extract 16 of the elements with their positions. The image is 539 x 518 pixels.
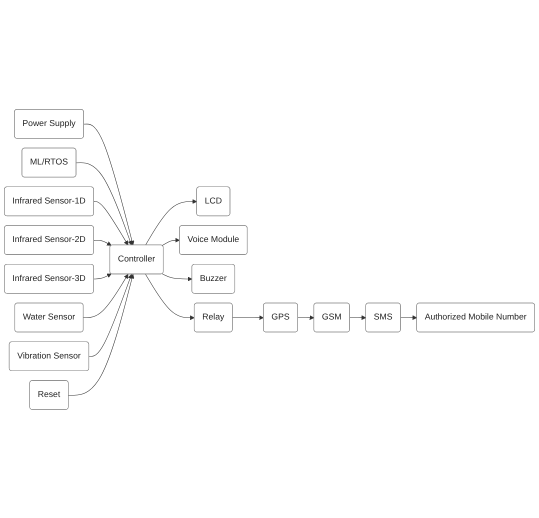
arrow: [232, 314, 264, 320]
arrow: [400, 314, 418, 320]
arrow: [83, 274, 128, 318]
arrow: [350, 314, 366, 320]
arrow: [298, 314, 314, 320]
arrow: [145, 274, 195, 320]
arrow: [68, 274, 134, 396]
arrow: [94, 200, 128, 245]
arrow: [88, 274, 132, 356]
arrow: [94, 240, 112, 246]
arrow: [84, 123, 134, 245]
arrow: [76, 162, 132, 245]
arrow: [162, 273, 192, 281]
arrow: [145, 198, 198, 246]
arrow: [162, 237, 180, 246]
arrow: [94, 273, 112, 279]
